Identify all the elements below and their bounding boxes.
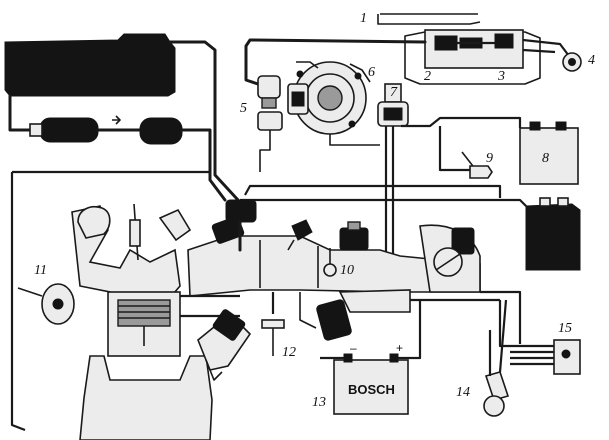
callout-12: 12 (282, 345, 296, 360)
ignition-distributor (197, 309, 252, 381)
battery-plus-sign: + (396, 341, 403, 355)
flow-arrow (112, 115, 121, 125)
callout-13: 13 (312, 395, 326, 410)
fuel-filter (139, 117, 183, 145)
intake-hose-lower (299, 289, 500, 341)
wire-right-sweep (480, 290, 522, 344)
control-relay (498, 300, 581, 375)
idle-speed-actuator (287, 61, 380, 146)
battery (320, 300, 422, 415)
battery-minus-sign: – (350, 341, 357, 355)
callout-2: 2 (424, 69, 431, 84)
callout-14: 14 (456, 385, 470, 400)
relay-block (519, 121, 579, 185)
wire-loom-upper (244, 184, 502, 198)
throttle-body (419, 224, 481, 293)
callout-1: 1 (360, 11, 367, 26)
callout-4: 4 (588, 53, 595, 68)
fuel-line-filter-to-rail (180, 128, 227, 202)
wire-main-loom (240, 198, 527, 207)
lambda-sensor (17, 283, 75, 325)
fuel-rail (211, 199, 257, 252)
engine-cylinder (71, 203, 240, 440)
callout-7: 7 (390, 85, 398, 100)
ignition-coil (483, 299, 510, 417)
engine-temperature-sensor (261, 292, 285, 356)
callout-5: 5 (240, 101, 247, 116)
cold-start-injector (287, 219, 313, 251)
wire-to-sensor-9 (438, 126, 470, 172)
fuel-pump (29, 117, 99, 143)
callout-9: 9 (486, 151, 493, 166)
temperature-sensor (461, 151, 493, 179)
fuel-return-line (168, 40, 240, 202)
pressure-regulator (339, 221, 369, 251)
wire-left-loop (10, 172, 26, 432)
callout-15: 15 (558, 321, 572, 336)
air-temperature-sensor (323, 248, 337, 277)
throttle-position-switch (377, 83, 409, 262)
air-line-to-valve (244, 38, 427, 86)
electronic-control-unit (525, 197, 581, 271)
wire-throttle-to-relay (401, 116, 522, 128)
callout-6: 6 (368, 65, 375, 80)
auxiliary-air-valve (257, 75, 283, 172)
battery-brand-label: BOSCH (348, 382, 395, 397)
callout-8: 8 (542, 151, 549, 166)
callout-10: 10 (340, 263, 354, 278)
callout-3: 3 (497, 69, 505, 84)
callout-11: 11 (34, 263, 47, 278)
air-flow-meter-assembly (377, 13, 582, 85)
fuel-tank (4, 33, 176, 97)
